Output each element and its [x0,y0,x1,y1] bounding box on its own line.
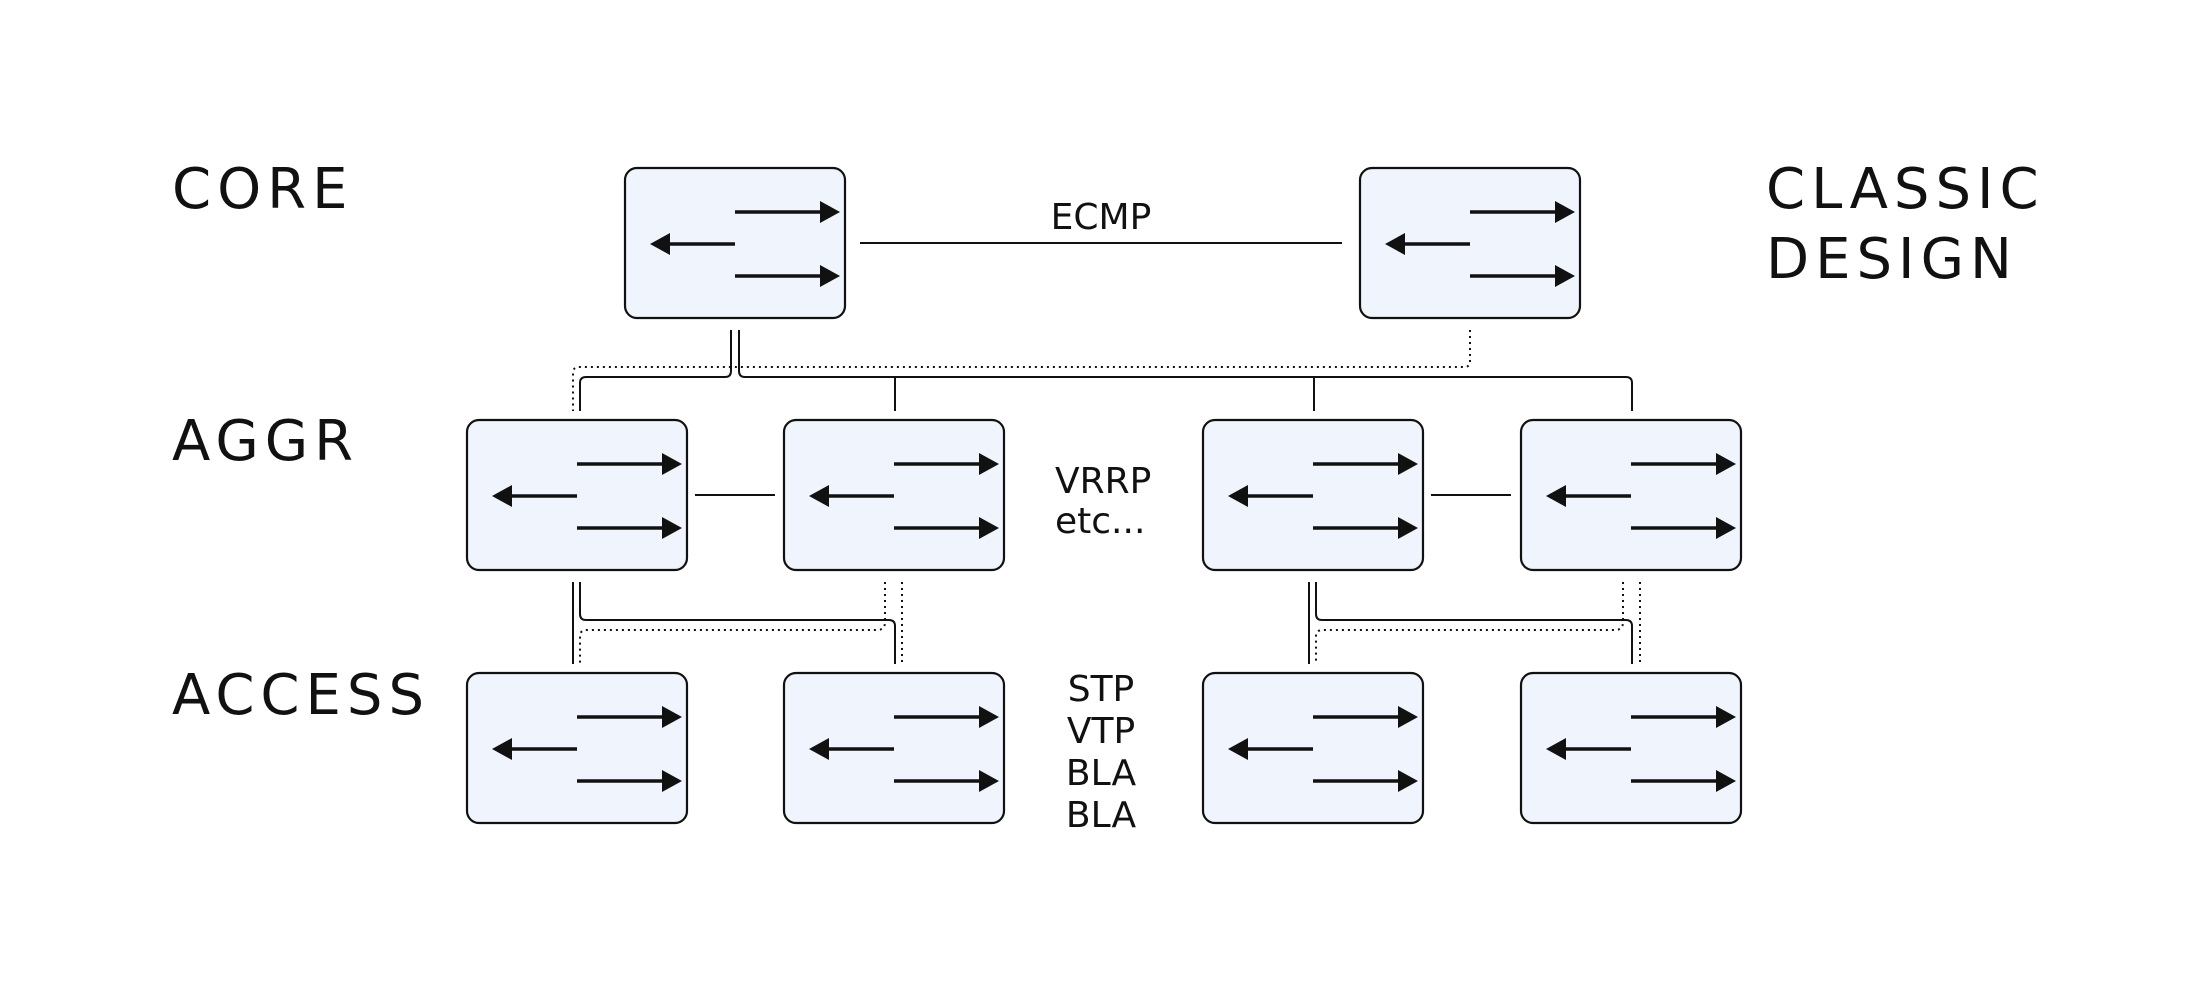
access-note-line: BLA [1066,795,1137,836]
switch-icon [1228,453,1418,539]
switch-icon [1546,706,1736,792]
diagram-title: CLASSIC DESIGN [1766,157,2045,292]
switch-aggregation [1519,418,1743,572]
switch-aggregation [1201,418,1425,572]
switch-icon [650,201,840,287]
title-line-1: CLASSIC [1766,157,2045,222]
switch-icon [1385,201,1575,287]
switch-core [623,166,847,320]
switch-icon [492,453,682,539]
aggr-access-links-right [1308,582,1641,664]
switch-access [1201,671,1425,825]
aggr-note-line: VRRP [1055,461,1151,502]
switch-access [465,671,689,825]
aggr-access-links-left [572,582,903,664]
switch-icon [809,453,999,539]
tier-label-aggr: AGGR [172,409,359,474]
switch-access [782,671,1006,825]
switch-icon [1546,453,1736,539]
aggr-notes: VRRP etc... [1055,461,1151,542]
tier-label-core: CORE [172,157,353,222]
core-ecmp-link: ECMP [860,197,1342,244]
title-line-2: DESIGN [1766,227,2018,292]
switch-aggregation [782,418,1006,572]
switch-core [1358,166,1582,320]
switch-icon [809,706,999,792]
access-note-line: STP [1068,669,1135,710]
switch-icon [1228,706,1418,792]
ecmp-label: ECMP [1051,197,1152,238]
access-note-line: VTP [1067,711,1135,752]
core-aggr-solid-links [579,330,1633,411]
switch-aggregation [465,418,689,572]
switch-icon [492,706,682,792]
core-aggr-dotted-link [572,330,1471,411]
switches [465,166,1743,825]
switch-access [1519,671,1743,825]
access-note-line: BLA [1066,753,1137,794]
tier-label-access: ACCESS [172,663,430,728]
access-notes: STP VTP BLA BLA [1066,669,1137,836]
aggr-note-line: etc... [1055,501,1145,542]
